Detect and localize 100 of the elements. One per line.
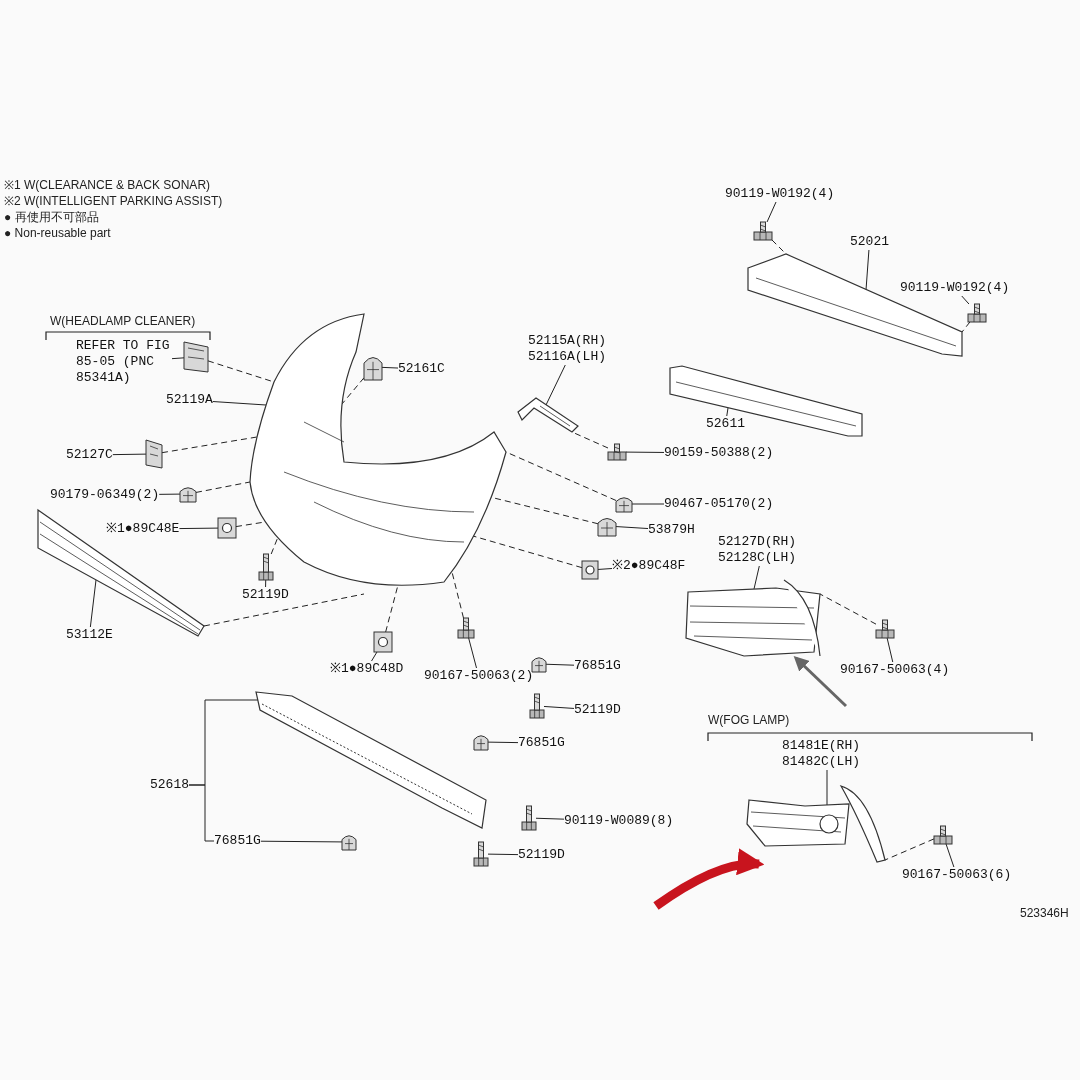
- leader-line: [826, 769, 828, 806]
- leader-line: [961, 295, 970, 305]
- assembly-line: [819, 593, 877, 625]
- leader-line: [543, 705, 575, 709]
- assembly-line: [161, 436, 258, 454]
- grille-drawing: [36, 508, 204, 636]
- part-number: 52115A(RH) 52116A(LH): [528, 333, 618, 365]
- part-number: 52611: [706, 416, 745, 432]
- leader-line: [371, 651, 378, 662]
- clip-icon: [474, 734, 488, 750]
- part-number: 81481E(RH) 81482C(LH): [782, 738, 872, 770]
- part-number: 52119D: [574, 702, 621, 718]
- clip-icon: [342, 834, 356, 850]
- part-number: 90167-50063(6): [902, 867, 1012, 883]
- leader-line: [886, 637, 894, 663]
- part-number: 90467-05170(2): [664, 496, 774, 512]
- section-label: W(HEADLAMP CLEANER): [50, 314, 196, 329]
- clip-icon: [180, 486, 196, 502]
- leader-line: [158, 493, 181, 495]
- leader-line: [945, 843, 955, 868]
- leader-line: [112, 453, 147, 456]
- bolt-icon: [522, 806, 536, 830]
- nut-icon: [582, 561, 598, 579]
- leader-line: [487, 853, 519, 856]
- clip-icon: [364, 354, 382, 380]
- assembly-line: [884, 838, 935, 861]
- assembly-line: [203, 593, 365, 627]
- part-number: 90167-50063(4): [840, 662, 950, 678]
- part-number: 52119D: [242, 587, 289, 603]
- leader-line: [545, 663, 575, 666]
- leader-line: [766, 201, 777, 223]
- bolt-icon: [259, 554, 273, 580]
- note-text: ※1 W(CLEARANCE & BACK SONAR): [4, 178, 211, 193]
- part-number: 90159-50388(2): [664, 445, 774, 461]
- cover-icon: [146, 440, 162, 468]
- bolt-icon: [934, 826, 952, 844]
- bolt-icon: [474, 842, 488, 866]
- clip-icon: [616, 496, 632, 512]
- part-number: 90119-W0192(4): [900, 280, 1010, 296]
- leader-line: [597, 568, 613, 570]
- pointer-arrow: [653, 849, 765, 910]
- leader-line: [865, 249, 870, 291]
- part-number: ※1●89C48D: [330, 661, 404, 677]
- assembly-line: [270, 536, 279, 555]
- pointer-arrow: [793, 655, 848, 708]
- part-number: 52618: [150, 777, 189, 793]
- part-number: 90167-50063(2): [424, 668, 534, 684]
- assembly-line: [341, 377, 365, 405]
- leader-line: [212, 401, 267, 406]
- leader-line: [265, 579, 267, 588]
- bolt-icon: [608, 444, 626, 460]
- assembly-line: [195, 481, 251, 493]
- part-number: 76851G: [518, 735, 565, 751]
- part-number: REFER TO FIG 85-05 (PNC 85341A): [76, 338, 172, 386]
- leader-line: [178, 527, 219, 530]
- leader-line: [260, 840, 343, 843]
- part-number: 90119-W0089(8): [564, 813, 674, 829]
- leader-line: [171, 357, 185, 360]
- part-number: 90119-W0192(4): [725, 186, 835, 202]
- leader-line: [535, 817, 565, 820]
- part-number: 52127D(RH) 52128C(LH): [718, 534, 808, 566]
- leader-line: [625, 451, 665, 453]
- cover-icon: [184, 342, 208, 372]
- leader-line: [188, 784, 215, 842]
- bolt-icon: [530, 694, 544, 718]
- part-number: 52127C: [66, 447, 113, 463]
- part-number: 52119A: [166, 392, 213, 408]
- part-number: ※1●89C48E: [106, 521, 180, 537]
- part-number: 53112E: [66, 627, 113, 643]
- legend-note: ● 再使用不可部品: [4, 210, 99, 225]
- leader-line: [631, 503, 665, 505]
- leader-line: [545, 364, 566, 406]
- clip-icon: [598, 516, 616, 536]
- bolt-icon: [754, 222, 772, 240]
- nut-icon: [218, 518, 236, 538]
- leader-line: [753, 565, 760, 590]
- absorber-beam-drawing: [668, 364, 864, 438]
- figure-number: 523346H: [1020, 906, 1069, 921]
- note-text: ※2 W(INTELLIGENT PARKING ASSIST): [4, 194, 223, 209]
- part-number: 90179-06349(2): [50, 487, 160, 503]
- assembly-line: [472, 535, 583, 569]
- part-number: 53879H: [648, 522, 695, 538]
- part-number: 52161C: [398, 361, 445, 377]
- leader-line: [381, 366, 399, 369]
- bolt-icon: [458, 618, 474, 638]
- clip-icon: [532, 656, 546, 672]
- nut-icon: [374, 632, 392, 652]
- leader-line: [726, 407, 729, 417]
- leader-line: [615, 526, 649, 530]
- part-number: 76851G: [574, 658, 621, 674]
- part-number: 76851G: [214, 833, 261, 849]
- assembly-line: [961, 321, 971, 333]
- legend-note: ● Non-reusable part: [4, 226, 111, 241]
- side-grille-drawing: [684, 578, 824, 658]
- part-number: 52119D: [518, 847, 565, 863]
- bolt-icon: [876, 620, 894, 638]
- leader-line: [89, 579, 97, 628]
- part-number: ※2●89C48F: [612, 558, 686, 574]
- section-label: W(FOG LAMP): [708, 713, 790, 728]
- leader-line: [468, 637, 477, 669]
